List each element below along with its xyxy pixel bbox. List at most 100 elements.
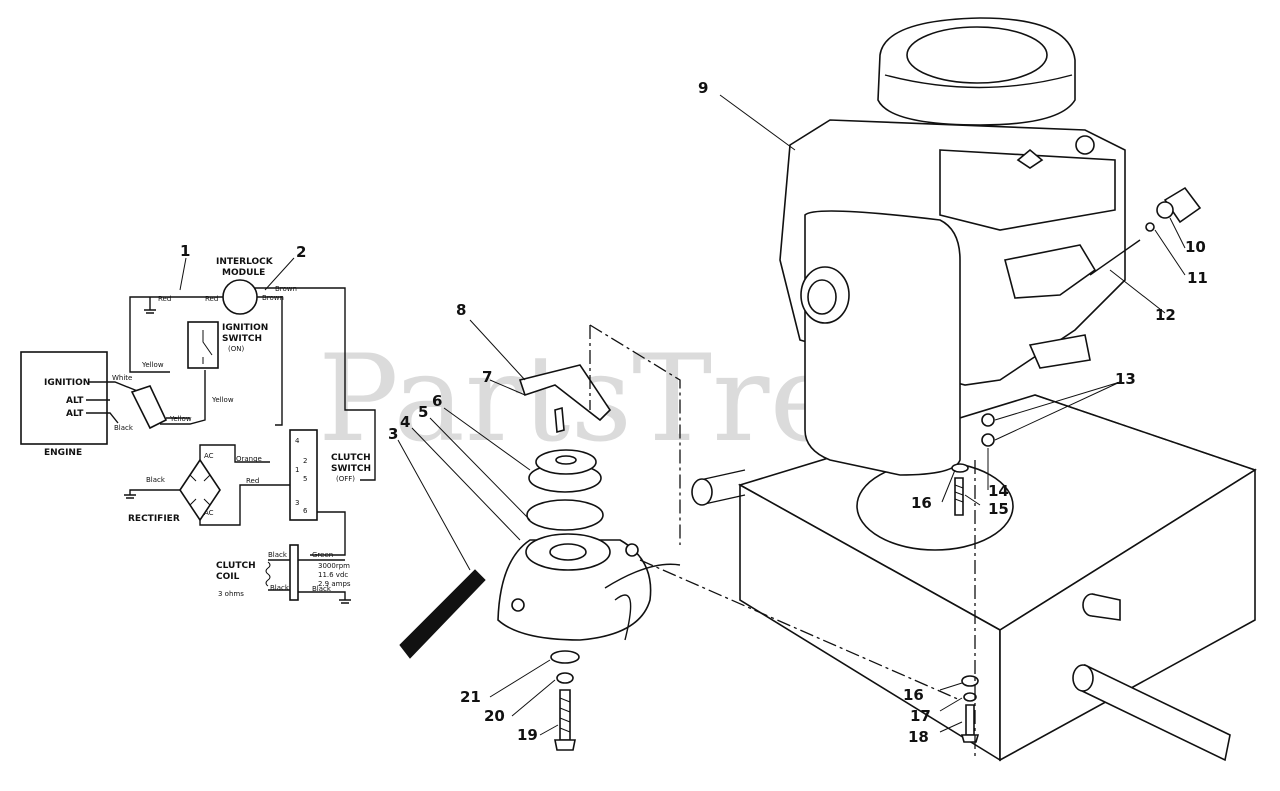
engine-bracket [1028,334,1091,369]
interlock-label-2: MODULE [222,268,265,278]
wire-label-red3: Red [246,477,259,485]
callout-6: 6 [432,392,442,410]
callout-13: 13 [1115,370,1136,388]
rectifier-label: RECTIFIER [128,514,180,524]
woodruff-key [554,406,565,434]
bolt-19-head [554,739,576,751]
washer-21 [550,650,580,664]
wire-label-orange: Orange [236,455,262,463]
wire-label-yellow3: Yellow [211,396,234,404]
callout-18: 18 [908,728,929,746]
callout-7: 7 [482,368,492,386]
callout-12: 12 [1155,306,1176,324]
callout-5: 5 [418,403,428,421]
clutch-tab-hole-2 [625,543,639,557]
clutch-coil-label-1: CLUTCH [216,561,256,571]
clutch-coil-ohms: 3 ohms [218,590,244,598]
coil-spec-1: 3000rpm [318,562,350,570]
clutch-coil-winding [265,561,271,587]
washer-16-bottom [961,675,979,687]
clutch-coil-label-2: COIL [216,572,240,582]
axle-right-shaft [1079,663,1231,762]
rectifier [179,458,221,522]
wire-green [310,511,346,556]
callout-1: 1 [180,242,190,260]
wire-yellow [160,370,206,425]
wire-red-left [129,296,223,373]
callout-21: 21 [460,688,481,706]
fuel-filter-end [1156,201,1174,219]
switch-pin-5: 5 [303,475,307,483]
rectifier-diodes [189,474,211,506]
wire-label-green: Green [312,551,333,559]
lock-washer-17 [963,692,977,702]
ground-symbol-1 [144,297,156,314]
wire-label-black4: Black [270,584,290,592]
callout-10: 10 [1185,238,1206,256]
switch-pin-3: 3 [295,499,299,507]
clutch-tab-hole-1 [511,598,525,612]
wire-label-black3: Black [268,551,288,559]
switch-pin-6: 6 [303,507,308,515]
bolt-15-threads [954,484,964,503]
wire-label-white: White [112,374,132,382]
callout-15: 15 [988,500,1009,518]
callout-17: 17 [910,707,931,725]
wire-red-rect [199,484,290,526]
switch-pin-4: 4 [295,437,300,445]
hose-clamp [1145,222,1155,232]
callout-2: 2 [296,243,306,261]
wire-label-brown2: Brown [275,285,297,293]
deck-side-face [999,468,1256,762]
engine-fuel-tank [804,210,961,476]
callout-4: 4 [400,413,410,431]
wire-black-ground [124,489,180,499]
nut-13a [981,413,995,427]
throttle-spring [1089,239,1141,276]
engine-carburetor [1004,244,1097,299]
clutch-coil-leads [268,559,351,604]
bolt-19-threads [559,697,571,733]
washer-16-top [951,463,969,473]
nut-13b [981,433,995,447]
engine-label: ENGINE [44,448,82,458]
clutch-hub [549,543,587,561]
wire-label-yellow1: Yellow [141,361,164,369]
clutch-wire-lead [604,563,681,641]
wire-label-ac2: AC [204,509,214,517]
bolt-19 [559,689,571,741]
wire-label-red1: Red [158,295,171,303]
wire-label-yellow2: Yellow [169,415,192,423]
interlock-label-1: INTERLOCK [216,257,274,267]
engine-knob [1075,135,1095,155]
ignition-switch-contact [202,330,213,364]
engine-wing-nut [1016,148,1044,169]
bolt-18-head [960,734,980,743]
callout-14: 14 [988,482,1009,500]
engine-ignition-label: IGNITION [44,378,90,388]
callout-8: 8 [456,301,466,319]
wire-label-red2: Red [205,295,218,303]
switch-pin-2: 2 [303,457,307,465]
wiring-schematic: INTERLOCK MODULE Red Red Brown Brown IGN… [20,257,376,604]
electric-clutch-body [497,539,652,641]
callout-11: 11 [1187,269,1208,287]
bolt-18 [965,704,975,736]
callout-16-top: 16 [911,494,932,512]
engine-fuel-cap-inner [807,279,837,315]
centerline-deck [1034,394,1256,471]
pulley-lower [526,499,604,531]
deck-boss-shaft [1091,593,1121,621]
clutch-switch-label-3: (OFF) [336,475,355,483]
clutch-coil-connector [289,544,299,601]
wire-label-black5: Black [312,585,332,593]
interlock-module [222,279,258,315]
wire-label-brown1: Brown [262,294,284,302]
clutch-switch-label-2: SWITCH [331,464,371,474]
engine-leads [86,381,141,424]
wire-label-black2: Black [146,476,166,484]
wire-label-ac1: AC [204,452,214,460]
coil-spec-3: 2.9 amps [318,580,351,588]
